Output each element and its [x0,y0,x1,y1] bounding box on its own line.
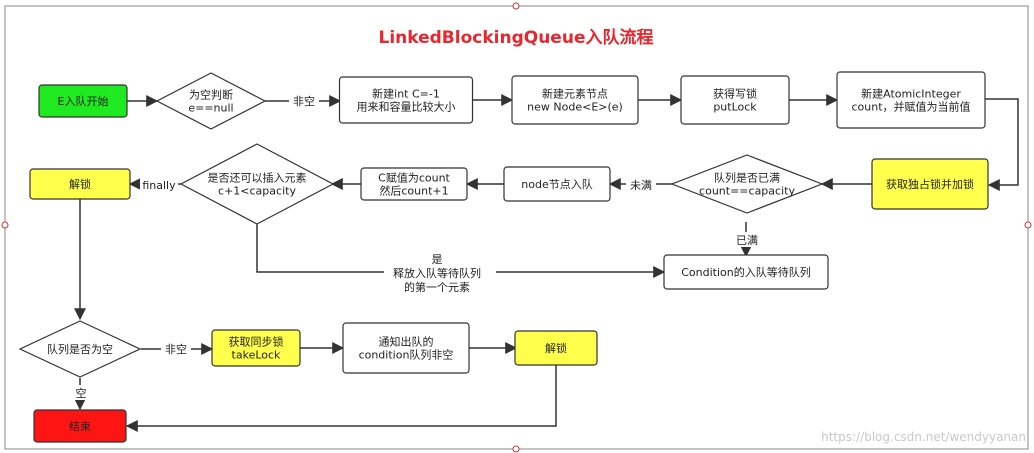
process-box [211,329,301,367]
queue-empty-decision: 队列是否为空 [18,320,142,378]
node-label: new Node<E>(e) [527,101,623,114]
node-label: 获取独占锁并加锁 [886,177,974,191]
node-label: 通知出队的 [379,335,434,349]
node-label: count==capacity [699,185,795,198]
node-label: c+1<capacity [218,185,296,198]
node-label: 为空判断 [189,88,233,102]
frame-handle [1024,221,1032,229]
frame-handle [512,445,520,453]
node-label: C赋值为count [378,172,450,185]
edge-label-bg [140,177,178,192]
node-label: 队列是否已满 [714,171,780,185]
node-label: 然后count+1 [379,184,448,198]
node-label: 解锁 [69,177,91,191]
nodes-layer: E入队开始为空判断e==null新建int C=-1用来和容量比较大小新建元素节… [18,71,989,443]
edge-label-release: 释放入队等待队列 [393,266,481,280]
edge-label-yes: 是 [432,253,443,266]
node-label: putLock [713,101,757,114]
node-label: 新建元素节点 [542,87,608,101]
process-box [38,84,128,118]
edge-atomic-to-lock-int [985,98,1019,191]
frame-handle [512,2,520,10]
edge-label-bg [384,252,496,296]
edge-label-bg [289,93,319,108]
condition-wait-node: Condition的入队等待队列 [663,254,829,290]
node-label: 是否还可以插入元素 [208,171,307,185]
end-node: 结束 [33,409,127,443]
decision-diamond [670,154,824,214]
watermark: https://blog.csdn.net/wendyyanan [821,430,1026,444]
node-label: 新建AtomicInteger [861,87,961,101]
process-box [663,254,829,290]
unlock-node-1: 解锁 [29,168,131,200]
process-box [680,75,790,125]
process-box [511,75,639,125]
node-label: Condition的入队等待队列 [681,265,811,279]
edge-unlock2-to-end [125,365,557,432]
edges-layer [74,94,1019,432]
unlock-node-2: 解锁 [514,330,598,366]
node-label: 结束 [69,420,91,433]
edge-label-empty: 空 [76,386,87,400]
enqueue-node: node节点入队 [503,166,611,202]
decision-diamond [18,320,142,378]
node-label: 解锁 [545,341,567,355]
frame-handle [1,221,9,229]
diagram-title: LinkedBlockingQueue入队流程 [379,27,654,48]
edge-label-bg [161,341,191,356]
node-label: E入队开始 [58,94,109,108]
start-node: E入队开始 [38,84,128,118]
edge-label-bg [732,232,762,247]
process-box [29,168,131,200]
process-box [503,166,611,202]
process-box [342,322,470,374]
node-label: 队列是否为空 [47,342,113,356]
edge-label-first-element: 的第一个元素 [404,280,470,294]
node-label: count，并赋值为当前值 [851,100,970,114]
process-box [514,330,598,366]
edge-label-bg [626,177,656,192]
edge-label-not-empty: 非空 [293,94,315,108]
edge-can-insert-to-cond-wait [256,224,666,278]
edge-label-finally: finally [142,179,176,192]
process-box [871,158,989,210]
node-label: 获取同步锁 [229,335,284,349]
node-label: 用来和容量比较大小 [357,100,456,114]
lock-interruptibly-node: 获取独占锁并加锁 [871,158,989,210]
edge-label-bg [73,385,89,400]
node-label: node节点入队 [521,177,592,191]
edge-labels: 非空 未满 已满 finally 是 释放入队等待队列 的第一个元素 非空 空 [73,93,762,400]
edge-label-full: 已满 [736,234,758,247]
edge-label-not-empty-2: 非空 [165,342,187,356]
node-label: takeLock [232,349,282,362]
decision-diamond [179,143,335,225]
process-box [33,409,127,443]
edge-label-not-full: 未满 [630,179,652,192]
node-label: 获得写锁 [713,87,757,101]
node-label: 新建int C=-1 [372,87,440,101]
decision-diamond [155,72,267,130]
process-box [360,167,468,201]
node-label: e==null [188,102,233,115]
process-box [338,76,474,124]
node-label: condition队列非空 [359,348,454,362]
process-box [836,71,986,129]
